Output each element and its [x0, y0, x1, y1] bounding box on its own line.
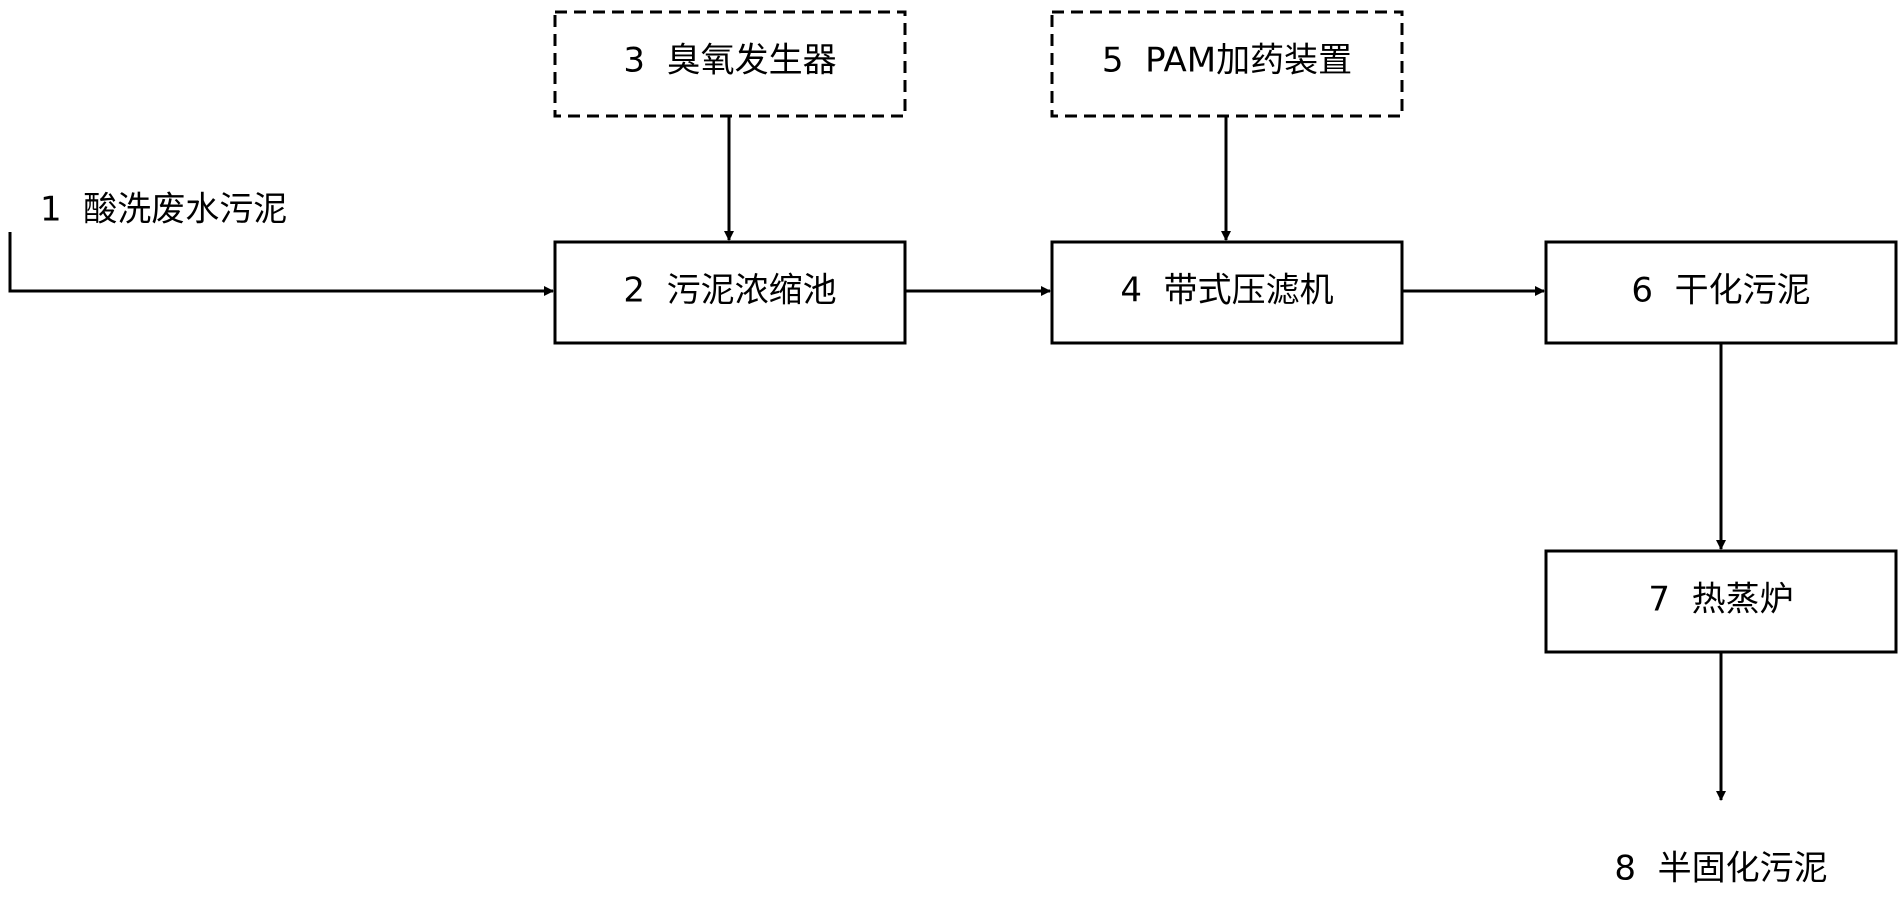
node-n8-label: 8 半固化污泥: [1614, 849, 1827, 889]
node-n6-label: 6 干化污泥: [1631, 271, 1810, 311]
node-n1-label: 1 酸洗废水污泥: [40, 190, 287, 230]
node-n7-label: 7 热蒸炉: [1648, 580, 1793, 620]
node-n3-label: 3 臭氧发生器: [623, 41, 836, 81]
node-n2-label: 2 污泥浓缩池: [623, 271, 836, 311]
node-n4-label: 4 带式压滤机: [1120, 271, 1333, 311]
node-n5-label: 5 PAM加药装置: [1102, 41, 1352, 81]
edge-n1-n2: [8, 232, 554, 296]
